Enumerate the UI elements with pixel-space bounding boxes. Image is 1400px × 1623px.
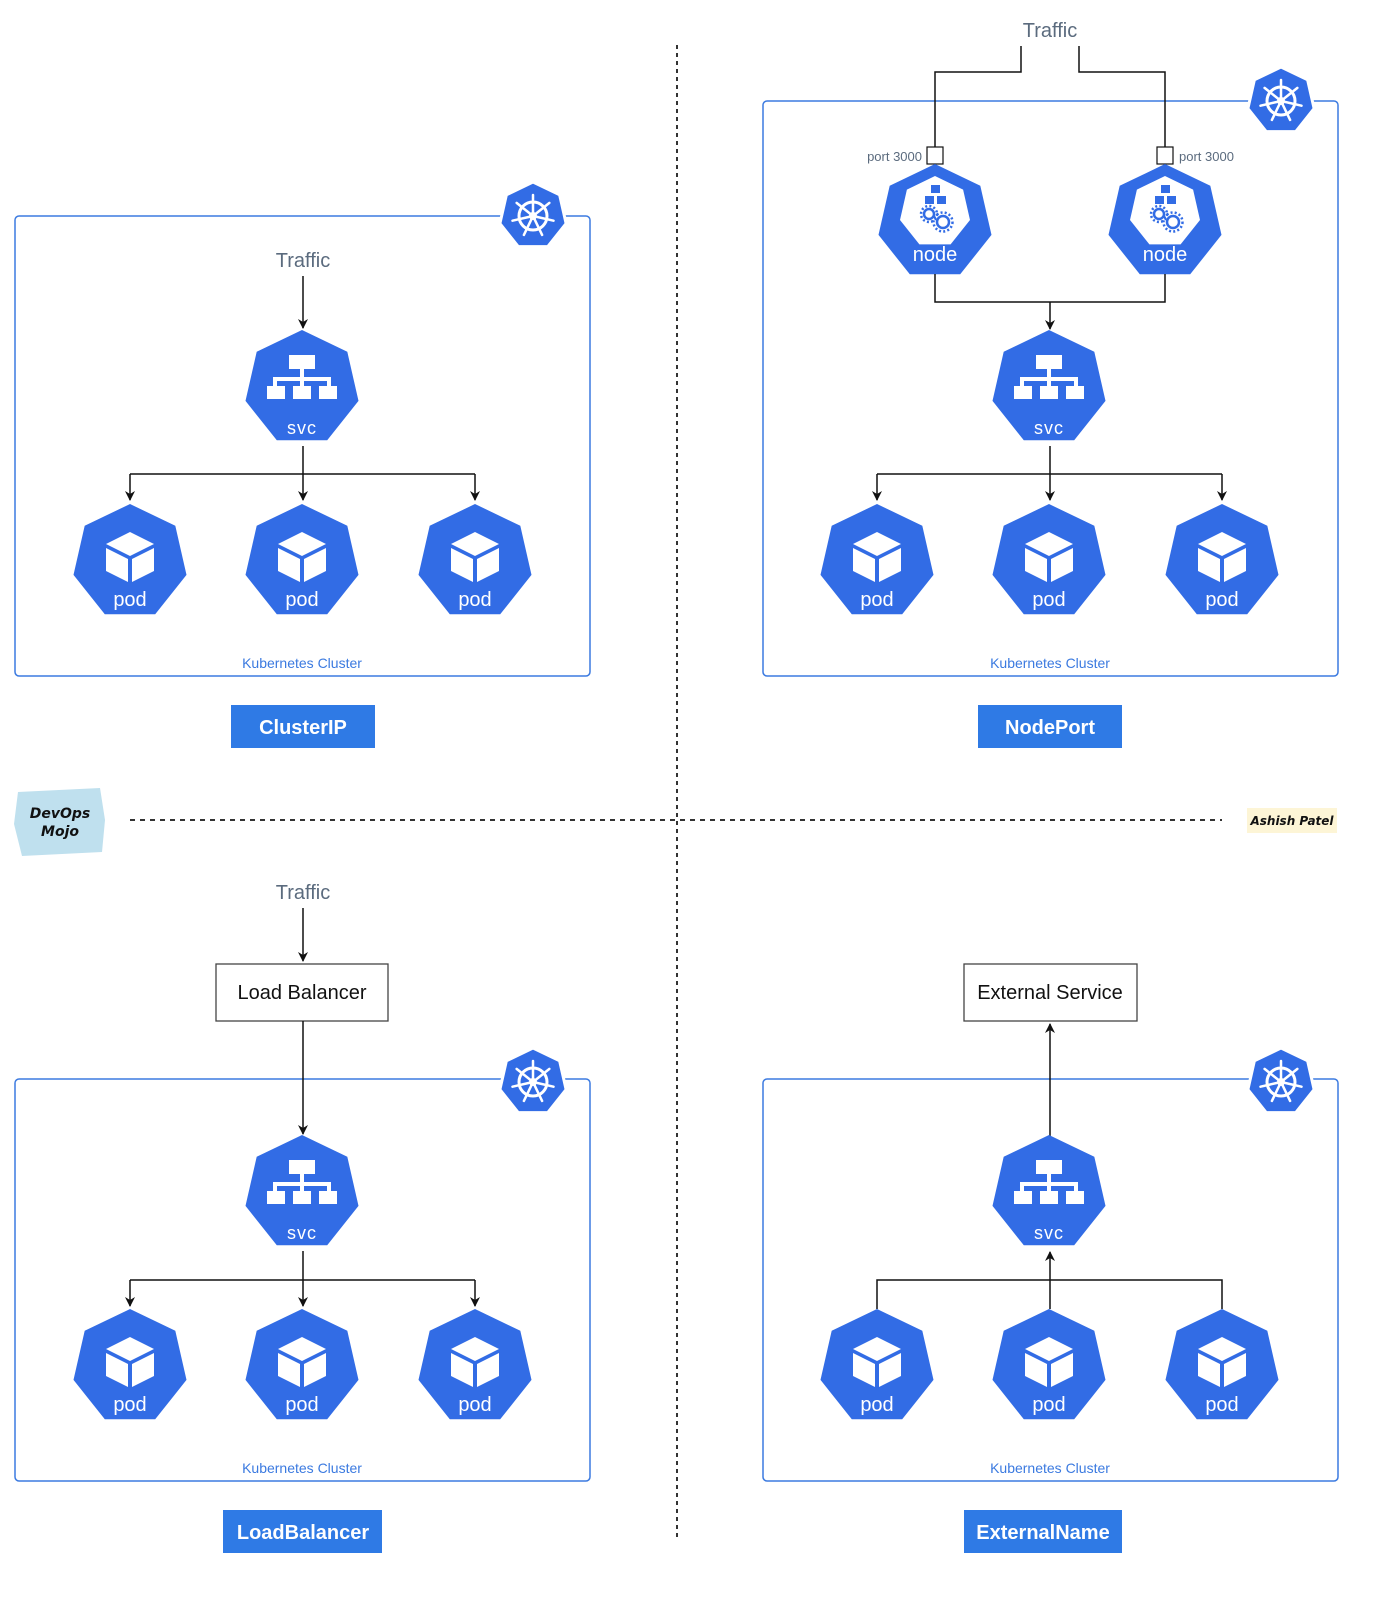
loadbalancer-title: LoadBalancer [237, 1522, 369, 1544]
svc-label: svc [1034, 418, 1064, 438]
devops-mojo-line: Mojo [41, 824, 79, 840]
cluster-label: Kubernetes Cluster [990, 655, 1110, 671]
pod-label: pod [113, 1394, 146, 1416]
title-box [964, 1510, 1122, 1553]
kubernetes-helm-icon [1246, 1046, 1316, 1115]
externalname-title: ExternalName [976, 1522, 1109, 1544]
traffic-label: Traffic [276, 250, 330, 272]
svc-to-pods-connector [130, 1251, 475, 1281]
author-badge: Ashish Patel [1247, 808, 1337, 833]
external-service-box [963, 963, 1138, 1022]
port-label: port 3000 [1179, 149, 1234, 164]
pod-label: pod [1032, 1394, 1065, 1416]
port-marker [926, 146, 944, 165]
loadbalancer-quadrant: Traffic Load Balancer svc pod pod pod Ku… [14, 882, 591, 1553]
title-box [231, 705, 375, 748]
devops-mojo-text: DevOps [30, 806, 91, 822]
svc-icon: svc [992, 1135, 1106, 1246]
load-balancer-label: Load Balancer [238, 982, 367, 1004]
svc-to-pods-connector [877, 446, 1222, 475]
devops-mojo-text-line2: Mojo [41, 824, 79, 840]
pod-icon: pod [992, 504, 1106, 615]
kubernetes-helm-icon [1246, 65, 1316, 134]
kubernetes-helm-icon [498, 1046, 568, 1115]
pod-icon: pod [418, 1309, 532, 1420]
pod-label: pod [1205, 1394, 1238, 1416]
svc-label: svc [1034, 1223, 1064, 1243]
traffic-label: Traffic [276, 882, 330, 904]
svc-label: svc [287, 1223, 317, 1243]
node-label: node [913, 244, 958, 266]
svc-icon: svc [245, 1135, 359, 1246]
devops-mojo-line: DevOps [30, 806, 91, 822]
kubernetes-cluster-box [762, 100, 1339, 677]
author-name: Ashish Patel [1249, 814, 1334, 828]
kubernetes-cluster-box [14, 215, 591, 677]
pod-icon: pod [245, 504, 359, 615]
pod-icon: pod [73, 504, 187, 615]
svc-icon: svc [992, 330, 1106, 441]
pod-icon: pod [820, 504, 934, 615]
svc-icon: svc [245, 330, 359, 441]
pod-label: pod [860, 1394, 893, 1416]
title-box [978, 705, 1122, 748]
external-service-label: External Service [977, 982, 1123, 1004]
clusterip-quadrant: Traffic svc pod pod pod Kubernetes Clust… [14, 180, 591, 748]
pod-label: pod [458, 589, 491, 611]
pod-icon: pod [73, 1309, 187, 1420]
svc-label: svc [287, 418, 317, 438]
load-balancer-box [215, 963, 389, 1022]
nodes-to-svc-connector [934, 274, 1166, 303]
clusterip-title: ClusterIP [259, 717, 347, 739]
port-label: port 3000 [867, 149, 922, 164]
pod-icon: pod [820, 1309, 934, 1420]
devops-mojo-badge: DevOps Mojo [14, 788, 105, 856]
pod-label: pod [1205, 589, 1238, 611]
nodeport-title: NodePort [1005, 717, 1095, 739]
pod-icon: pod [1165, 1309, 1279, 1420]
node-label: node [1143, 244, 1188, 266]
pod-label: pod [285, 1394, 318, 1416]
pod-label: pod [113, 589, 146, 611]
pod-label: pod [458, 1394, 491, 1416]
svc-to-pods-connector [130, 446, 475, 475]
cluster-label: Kubernetes Cluster [990, 1460, 1110, 1476]
title-box [223, 1510, 382, 1553]
kubernetes-helm-icon [498, 180, 568, 249]
nodeport-quadrant: Traffic port 3000 port 3000 node node sv… [762, 20, 1339, 748]
pod-icon: pod [1165, 504, 1279, 615]
cluster-label: Kubernetes Cluster [242, 1460, 362, 1476]
pod-label: pod [860, 589, 893, 611]
pod-icon: pod [418, 504, 532, 615]
pod-icon: pod [992, 1309, 1106, 1420]
traffic-label: Traffic [1023, 20, 1077, 42]
pod-icon: pod [245, 1309, 359, 1420]
traffic-split-connector [934, 46, 1166, 164]
pod-label: pod [285, 589, 318, 611]
cluster-label: Kubernetes Cluster [242, 655, 362, 671]
node-icon: node [878, 164, 992, 275]
node-icon: node [1108, 164, 1222, 275]
pod-label: pod [1032, 589, 1065, 611]
port-marker [1156, 146, 1174, 165]
externalname-quadrant: External Service svc pod pod pod Kuberne… [762, 963, 1339, 1553]
